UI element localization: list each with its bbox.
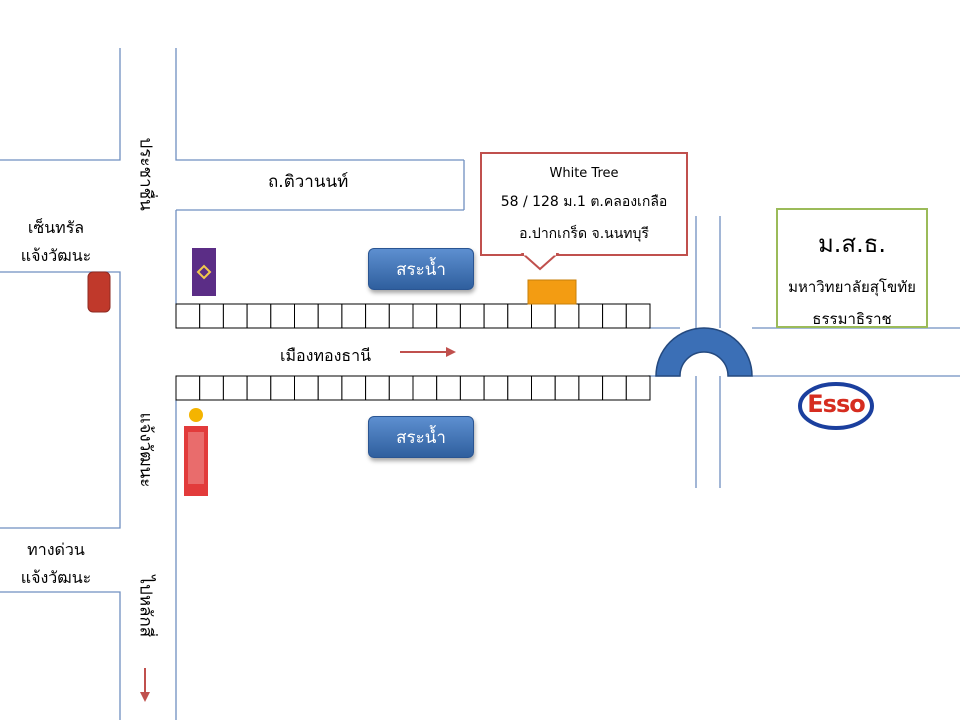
callout-pointer [520, 253, 560, 271]
grid-cell-top [222, 303, 248, 329]
grid-cell-bottom [388, 375, 414, 401]
grid-cell-top [554, 303, 580, 329]
expressway-line1: ทางด่วน [27, 540, 85, 559]
grid-cell-top [459, 303, 485, 329]
callout-address-1: 58 / 128 ม.1 ต.คลองเกลือ [500, 194, 668, 210]
grid-cell-bottom [578, 375, 604, 401]
grid-cell-bottom [341, 375, 367, 401]
road-label-prachachuen: ประชาชื่น [135, 137, 156, 211]
bridge-icon [655, 327, 753, 377]
grid-cell-top [246, 303, 272, 329]
road-label-to-laksi: ไปหลักสี่ [135, 575, 156, 638]
grid-cell-bottom [222, 375, 248, 401]
university-box: ม.ส.ธ. มหาวิทยาลัยสุโขทัย ธรรมาธิราช [776, 208, 928, 328]
grid-cell-top [531, 303, 556, 329]
grid-cell-top [578, 303, 604, 329]
bank-logo-gsb-icon [184, 404, 208, 496]
grid-cell-top [625, 303, 651, 329]
grid-cell-bottom [483, 375, 509, 401]
grid-cell-bottom [294, 375, 319, 401]
esso-logo-icon [798, 382, 874, 430]
grid-cell-top [412, 303, 438, 329]
grid-cell-top [507, 303, 532, 329]
white-tree-callout: White Tree 58 / 128 ม.1 ต.คลองเกลือ อ.ปา… [480, 152, 688, 256]
grid-cell-bottom [317, 375, 343, 401]
white-tree-marker-icon [527, 279, 577, 305]
university-name-2: ธรรมาธิราช [812, 310, 892, 328]
grid-cell-top [365, 303, 390, 329]
road-label-tiwanon: ถ.ติวานนท์ [268, 172, 349, 192]
grid-cell-bottom [246, 375, 272, 401]
grid-cell-bottom [507, 375, 532, 401]
grid-cell-top [317, 303, 343, 329]
grid-cell-top [294, 303, 319, 329]
right-arrow-icon [400, 347, 456, 357]
grid-cell-top [175, 303, 201, 329]
grid-cell-bottom [436, 375, 461, 401]
grid-cell-bottom [199, 375, 224, 401]
grid-cell-bottom [625, 375, 651, 401]
central-marker-icon [87, 271, 111, 313]
callout-title: White Tree [549, 166, 619, 181]
expressway-label: ทางด่วน แจ้งวัฒนะ [6, 536, 106, 592]
grid-cell-top [436, 303, 461, 329]
grid-cell-top [483, 303, 509, 329]
grid-cell-bottom [554, 375, 580, 401]
grid-cell-bottom [270, 375, 295, 401]
down-arrow-icon [140, 668, 150, 702]
central-label: เซ็นทรัล แจ้งวัฒนะ [6, 214, 106, 270]
grid-cell-top [341, 303, 367, 329]
esso-logo-text: Esso [807, 390, 865, 418]
expressway-line2: แจ้งวัฒนะ [20, 568, 92, 587]
bank-logo-scb-icon [184, 248, 216, 296]
grid-cell-top [602, 303, 627, 329]
road-label-chaengwattana: แจ้งวัฒนะ [135, 412, 156, 488]
grid-cell-bottom [531, 375, 556, 401]
university-abbr: ม.ส.ธ. [817, 230, 886, 258]
grid-cell-bottom [459, 375, 485, 401]
pond-bottom: สระน้ำ [368, 416, 474, 458]
grid-cell-top [270, 303, 295, 329]
grid-cell-bottom [365, 375, 390, 401]
grid-cell-bottom [602, 375, 627, 401]
grid-cell-bottom [175, 375, 201, 401]
road-label-muang-thong: เมืองทองธานี [280, 346, 372, 365]
pond-top: สระน้ำ [368, 248, 474, 290]
callout-address-2: อ.ปากเกร็ด จ.นนทบุรี [519, 226, 649, 242]
grid-cell-top [388, 303, 414, 329]
central-line2: แจ้งวัฒนะ [20, 246, 92, 265]
grid-cell-top [199, 303, 224, 329]
university-name-1: มหาวิทยาลัยสุโขทัย [788, 278, 916, 296]
central-line1: เซ็นทรัล [27, 218, 85, 237]
grid-cell-bottom [412, 375, 438, 401]
